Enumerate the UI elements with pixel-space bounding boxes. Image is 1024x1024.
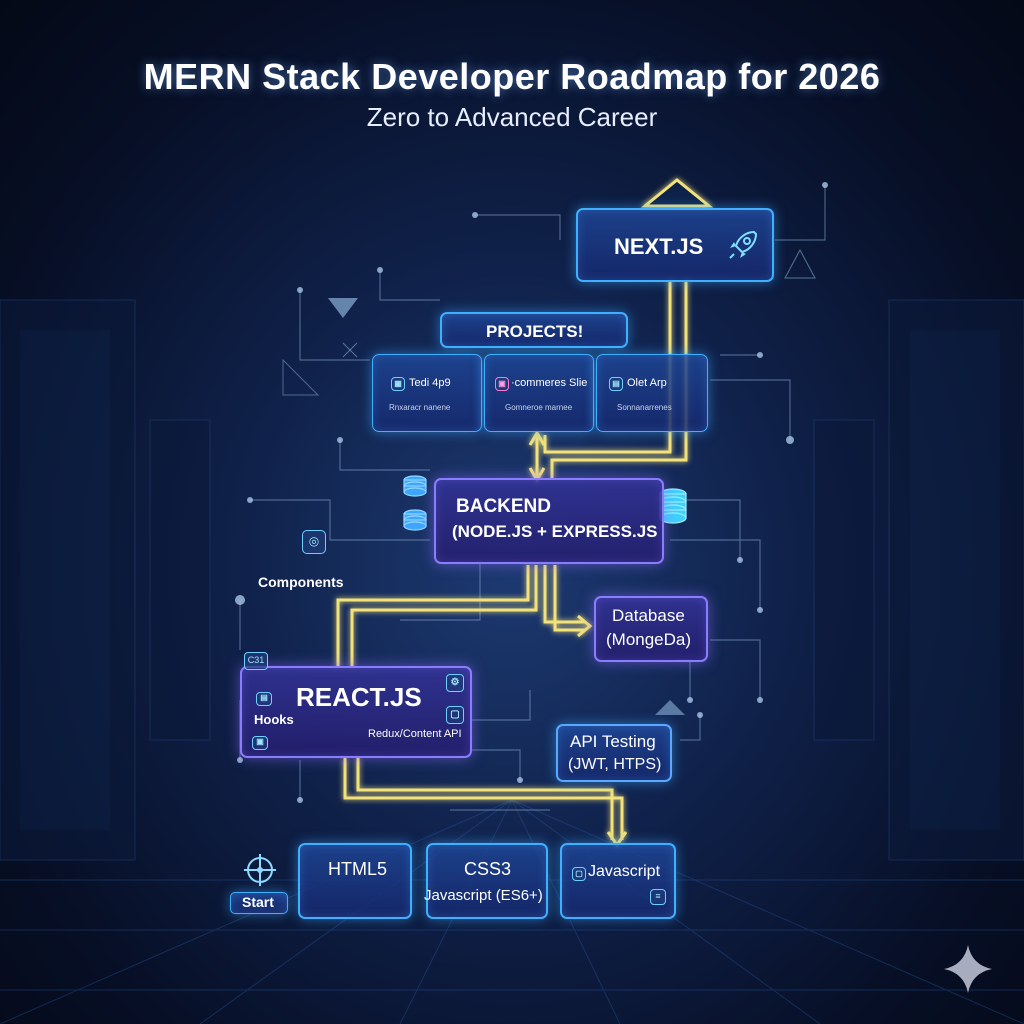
- project-card-label: Tedi 4p9: [409, 377, 451, 389]
- project-card-2[interactable]: ▣ ·commeres Slie Gomneroe marnee: [484, 354, 594, 432]
- node-react[interactable]: REACT.JS ▤ Hooks ▣ Redux/Content API ⚙ ▢: [240, 666, 472, 758]
- node-react-label: REACT.JS: [296, 682, 422, 712]
- page-title: MERN Stack Developer Roadmap for 2026: [143, 56, 881, 97]
- code-icon: ▤: [256, 692, 272, 706]
- node-nextjs-label: NEXT.JS: [614, 234, 704, 259]
- settings-icon: ⚙: [446, 674, 464, 692]
- components-label: Components: [258, 574, 344, 590]
- project-card-sub: Gomneroe marnee: [505, 403, 573, 412]
- node-js-es6-label: Javascript (ES6+): [424, 887, 543, 904]
- rocket-icon: [729, 230, 758, 259]
- database-icon: [403, 475, 427, 531]
- node-css3[interactable]: CSS3 Javascript (ES6+): [424, 843, 548, 919]
- react-badge: C31: [244, 652, 268, 670]
- project-card-sub: Sonnanarrenes: [617, 403, 672, 412]
- sparkle-icon: [944, 945, 992, 993]
- project-card-3[interactable]: ▤ Olet Arp Sonnanarrenes: [596, 354, 708, 432]
- node-nextjs[interactable]: NEXT.JS: [576, 208, 774, 282]
- chat-icon: ▢: [446, 706, 464, 724]
- node-backend[interactable]: BACKEND (NODE.JS + EXPRESS.JS: [434, 478, 664, 564]
- component-icon: ▣: [252, 736, 268, 750]
- project-card-sub: Rnxaracr nanene: [389, 403, 451, 412]
- shop-icon: ▣: [495, 377, 509, 391]
- node-database[interactable]: Database (MongeDa): [594, 596, 708, 662]
- app-icon: ▦: [391, 377, 405, 391]
- node-react-hooks: Hooks: [254, 712, 294, 727]
- node-database-title: Database: [612, 606, 685, 625]
- node-css3-label: CSS3: [464, 859, 512, 879]
- node-projects-label: PROJECTS!: [486, 322, 584, 341]
- start-label: Start: [242, 894, 274, 910]
- react-badge-label: C31: [247, 655, 265, 665]
- node-html5[interactable]: HTML5: [298, 843, 412, 919]
- page-subtitle: Zero to Advanced Career: [366, 102, 658, 132]
- project-card-label: Olet Arp: [627, 377, 667, 389]
- node-database-subtitle: (MongeDa): [606, 630, 692, 649]
- start-button[interactable]: Start: [230, 892, 288, 914]
- code-icon: ▢: [572, 867, 586, 881]
- camera-icon: ◎: [302, 530, 326, 554]
- chat-app-icon: ▤: [609, 377, 623, 391]
- compass-icon: [244, 854, 276, 886]
- node-projects[interactable]: PROJECTS!: [440, 312, 628, 348]
- node-api-title: API Testing: [570, 732, 656, 751]
- node-api-testing[interactable]: API Testing (JWT, HTPS): [556, 724, 672, 782]
- project-card-1[interactable]: ▦ Tedi 4p9 Rnxaracr nanene: [372, 354, 482, 432]
- document-icon: ≡: [650, 889, 666, 905]
- node-backend-title: BACKEND: [456, 496, 551, 517]
- node-html5-label: HTML5: [328, 859, 388, 879]
- node-javascript[interactable]: ▢ Javascript ≡: [560, 843, 676, 919]
- node-react-redux: Redux/Content API: [368, 728, 462, 740]
- node-backend-subtitle: (NODE.JS + EXPRESS.JS: [452, 522, 658, 541]
- project-card-label: ·commeres Slie: [511, 377, 588, 389]
- node-api-subtitle: (JWT, HTPS): [568, 756, 662, 773]
- node-javascript-label: Javascript: [588, 863, 661, 880]
